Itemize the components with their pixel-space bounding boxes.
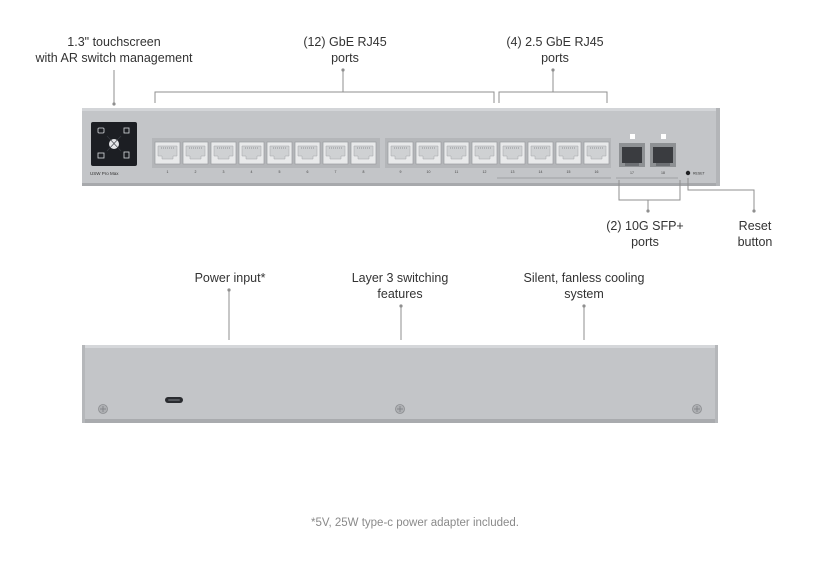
- rj45-port-2[interactable]: [182, 141, 209, 165]
- rj45-port-13[interactable]: [499, 141, 526, 165]
- rj45-port-4[interactable]: [238, 141, 265, 165]
- port-number: 16: [595, 170, 599, 174]
- rj45-port-3[interactable]: [210, 141, 237, 165]
- port-number: 2: [195, 170, 197, 174]
- rj45-port-8[interactable]: [350, 141, 377, 165]
- rj45-ports: [154, 141, 610, 165]
- mounting-screw-left-icon: [98, 404, 108, 414]
- gbe25-ports-label: (4) 2.5 GbE RJ45 ports: [506, 35, 604, 65]
- power-adapter-footnote: *5V, 25W type-c power adapter included.: [311, 517, 519, 529]
- port-number: 14: [539, 170, 543, 174]
- sfp-led-18: [661, 134, 666, 139]
- rj45-port-16[interactable]: [583, 141, 610, 165]
- touchscreen-display[interactable]: [91, 122, 137, 166]
- mounting-screw-center-icon: [395, 404, 405, 414]
- sfp-led-17: [630, 134, 635, 139]
- port-group-strip: [497, 177, 611, 179]
- gbe-ports-label: (12) GbE RJ45 ports: [303, 35, 387, 65]
- annotation-dots: [112, 68, 756, 308]
- sfp-group-strip: [616, 177, 678, 179]
- sfp-number-18: 18: [661, 171, 665, 175]
- port-number: 5: [279, 170, 281, 174]
- power-input-label: Power input*: [194, 271, 266, 285]
- port-number: 9: [400, 170, 402, 174]
- rj45-port-5[interactable]: [266, 141, 293, 165]
- rj45-port-12[interactable]: [471, 141, 498, 165]
- sfp-port-18[interactable]: [650, 143, 676, 167]
- layer3-label: Layer 3 switching features: [351, 271, 449, 301]
- rj45-port-11[interactable]: [443, 141, 470, 165]
- rj45-port-7[interactable]: [322, 141, 349, 165]
- cooling-label: Silent, fanless cooling system: [523, 271, 645, 301]
- rj45-port-1[interactable]: [154, 141, 181, 165]
- usb-c-power-port[interactable]: [165, 397, 183, 403]
- sfp-number-17: 17: [630, 171, 634, 175]
- reset-text: RESET: [693, 172, 706, 176]
- mounting-screw-right-icon: [692, 404, 702, 414]
- port-number: 6: [307, 170, 309, 174]
- port-number: 8: [363, 170, 365, 174]
- port-number: 11: [455, 170, 459, 174]
- port-number: 7: [335, 170, 337, 174]
- touchscreen-label: 1.3" touchscreen with AR switch manageme…: [35, 35, 193, 65]
- port-number: 15: [567, 170, 571, 174]
- rj45-port-10[interactable]: [415, 141, 442, 165]
- port-number: 10: [427, 170, 431, 174]
- rj45-port-15[interactable]: [555, 141, 582, 165]
- sfp-port-17[interactable]: [619, 143, 645, 167]
- reset-button-label: Reset button: [737, 219, 773, 249]
- sfp-ports-label: (2) 10G SFP+ ports: [606, 219, 684, 249]
- port-number: 13: [511, 170, 515, 174]
- port-number: 4: [251, 170, 253, 174]
- annotation-lines: [113, 70, 755, 340]
- port-number: 12: [483, 170, 487, 174]
- rj45-port-6[interactable]: [294, 141, 321, 165]
- port-number: 1: [167, 170, 169, 174]
- rj45-port-14[interactable]: [527, 141, 554, 165]
- port-number: 3: [223, 170, 225, 174]
- rj45-port-9[interactable]: [387, 141, 414, 165]
- model-label: USW Pro Max: [90, 171, 119, 176]
- reset-button[interactable]: [685, 170, 691, 176]
